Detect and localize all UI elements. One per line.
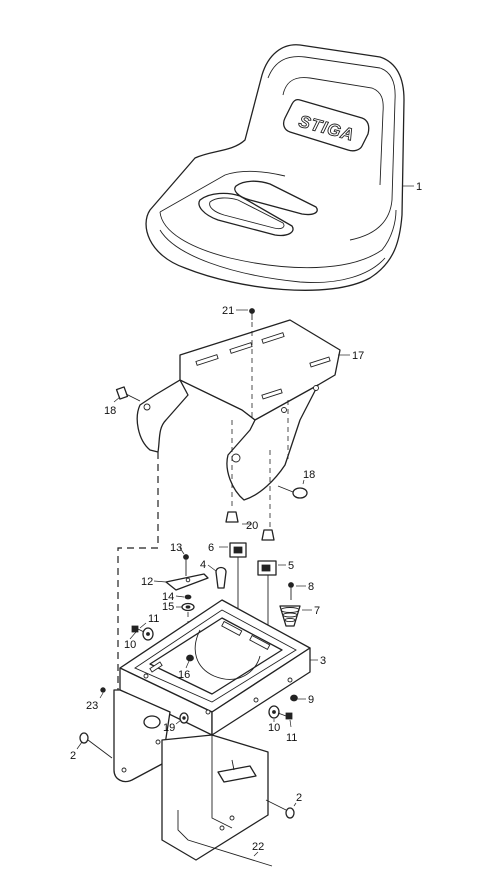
callout-5: 5 — [288, 560, 294, 572]
callout-15: 15 — [162, 601, 174, 613]
callout-16: 16 — [178, 669, 190, 681]
callout-13: 13 — [170, 542, 182, 554]
console-bracket-bolt-left — [79, 732, 113, 759]
grommet — [179, 712, 189, 724]
callout-7: 7 — [314, 605, 320, 617]
callout-23: 23 — [86, 700, 98, 712]
screw-left — [183, 554, 189, 576]
callout-12: 12 — [141, 576, 153, 588]
washer-right — [268, 705, 280, 719]
callout-21: 21 — [222, 305, 234, 317]
callout-3: 3 — [320, 655, 326, 667]
callout-8: 8 — [308, 581, 314, 593]
rod — [177, 810, 273, 867]
bolt-plate-left — [115, 386, 141, 402]
washer-left — [142, 627, 154, 641]
callout-1: 1 — [416, 181, 422, 193]
callout-4: 4 — [200, 559, 206, 571]
callout-19: 19 — [163, 722, 175, 734]
switch-plate — [165, 573, 209, 591]
callout-11-right: 11 — [286, 732, 297, 744]
nut-right — [290, 694, 298, 702]
callout-2-left: 2 — [70, 750, 76, 762]
screw-right — [288, 582, 294, 600]
callout-10-right: 10 — [268, 722, 280, 734]
seat-plate — [136, 319, 341, 501]
callout-10-left: 10 — [124, 639, 136, 651]
screw-top — [249, 308, 255, 320]
bolt-plate-right — [277, 485, 308, 499]
callout-14: 14 — [162, 591, 174, 603]
callout-18-right: 18 — [303, 469, 315, 481]
nut-center — [186, 654, 194, 662]
callout-17: 17 — [352, 350, 364, 362]
callout-18-left: 18 — [104, 405, 116, 417]
spring-cone — [279, 605, 301, 627]
safety-switch-right — [257, 560, 277, 625]
seat: STIGA — [145, 44, 405, 291]
nut-left — [100, 687, 106, 693]
bolt-right — [277, 712, 293, 720]
callout-6: 6 — [208, 542, 214, 554]
seat-frame — [113, 599, 311, 861]
washer-small — [184, 594, 192, 600]
washer-flat — [181, 602, 195, 612]
callout-2-right: 2 — [296, 792, 302, 804]
callout-20: 20 — [246, 520, 258, 532]
clip-pair — [225, 511, 275, 541]
safety-switch-left — [229, 542, 247, 608]
callout-11-left: 11 — [148, 613, 159, 625]
actuator-pin — [215, 566, 227, 589]
callout-9: 9 — [308, 694, 314, 706]
console-bracket-bolt-right — [265, 799, 295, 819]
callout-22: 22 — [252, 841, 264, 853]
